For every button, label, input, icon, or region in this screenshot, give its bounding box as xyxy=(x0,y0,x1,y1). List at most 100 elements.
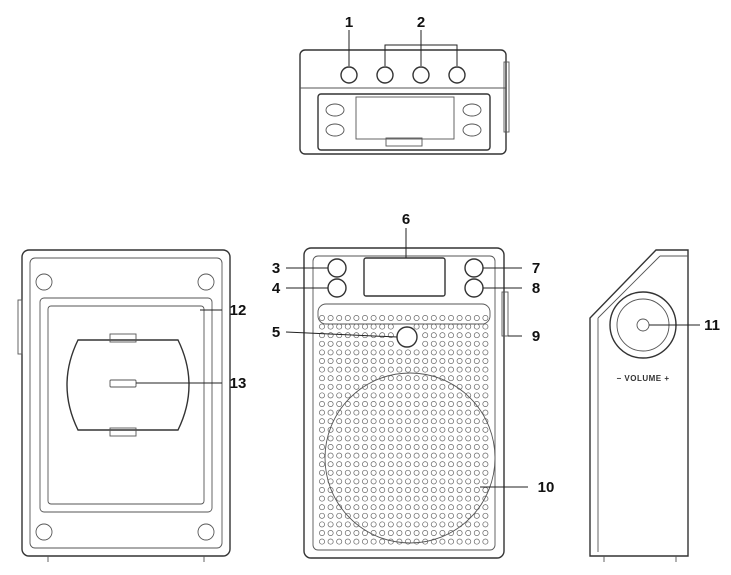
grille-hole xyxy=(422,538,429,545)
grille-hole xyxy=(405,452,411,459)
grille-hole xyxy=(405,401,411,407)
grille-hole xyxy=(473,461,480,468)
grille-hole xyxy=(387,478,394,485)
callout-9: 9 xyxy=(532,328,540,345)
grille-hole xyxy=(405,487,411,493)
grille-hole xyxy=(370,366,377,373)
grille-hole xyxy=(439,418,446,425)
grille-hole xyxy=(430,426,437,433)
grille-hole xyxy=(336,383,343,390)
grille-hole xyxy=(465,495,472,502)
grille-hole xyxy=(396,461,403,468)
grille-hole xyxy=(344,375,351,382)
grille-hole xyxy=(396,401,403,407)
grille-hole xyxy=(370,469,377,476)
grille-hole xyxy=(448,340,454,347)
grille-hole xyxy=(430,332,437,339)
grille-hole xyxy=(465,315,472,321)
grille-hole xyxy=(379,323,386,330)
microphone-jack xyxy=(396,326,418,348)
callout-3: 3 xyxy=(272,260,280,277)
grille-hole xyxy=(439,461,446,468)
grille-hole xyxy=(353,444,360,450)
grille-hole xyxy=(422,444,429,450)
grille-hole xyxy=(396,512,403,519)
grille-hole xyxy=(473,452,480,459)
grille-hole xyxy=(465,358,472,364)
grille-hole xyxy=(465,426,472,433)
grille-hole xyxy=(473,375,480,382)
grille-hole xyxy=(319,512,325,519)
grille-hole xyxy=(344,358,351,364)
grille-hole xyxy=(379,469,386,476)
grille-hole xyxy=(405,383,411,390)
grille-hole xyxy=(413,426,420,433)
grille-hole xyxy=(319,538,325,545)
grille-hole xyxy=(353,418,360,425)
grille-hole xyxy=(319,444,325,450)
grille-hole xyxy=(370,401,377,407)
grille-hole xyxy=(353,538,360,545)
grille-hole xyxy=(413,349,420,356)
grille-hole xyxy=(465,383,472,390)
grille-hole xyxy=(405,495,411,502)
grille-hole xyxy=(413,392,420,399)
grille-hole xyxy=(405,435,411,442)
grille-hole xyxy=(353,521,360,528)
grille-hole xyxy=(482,340,489,347)
grille-hole xyxy=(387,340,394,347)
grille-hole xyxy=(482,358,489,364)
callout-12: 12 xyxy=(230,302,247,319)
grille-hole xyxy=(473,418,480,425)
grille-hole xyxy=(387,392,394,399)
grille-hole xyxy=(482,452,489,459)
grille-hole xyxy=(327,392,334,399)
top-mount-holes xyxy=(325,103,482,137)
grille-hole xyxy=(430,435,437,442)
grille-hole xyxy=(353,495,360,502)
grille-hole xyxy=(370,478,377,485)
grille-hole xyxy=(465,530,472,536)
grille-hole xyxy=(396,495,403,502)
grille-hole xyxy=(482,504,489,511)
grille-hole xyxy=(362,444,368,450)
grille-hole xyxy=(336,469,343,476)
grille-hole xyxy=(448,512,454,519)
grille-hole xyxy=(362,366,368,373)
grille-hole xyxy=(405,392,411,399)
grille-hole xyxy=(422,530,429,536)
grille-hole xyxy=(465,375,472,382)
grille-hole xyxy=(336,426,343,433)
grille-hole xyxy=(448,358,454,364)
grille-hole xyxy=(473,495,480,502)
grille-hole xyxy=(370,512,377,519)
grille-hole xyxy=(482,383,489,390)
grille-hole xyxy=(327,538,334,545)
grille-hole xyxy=(405,538,411,545)
grille-hole xyxy=(439,323,446,330)
grille-hole xyxy=(327,383,334,390)
grille-hole xyxy=(344,418,351,425)
grille-hole xyxy=(430,444,437,450)
grille-hole xyxy=(465,452,472,459)
grille-hole xyxy=(473,469,480,476)
grille-hole xyxy=(465,521,472,528)
grille-hole xyxy=(430,512,437,519)
grille-hole xyxy=(379,340,386,347)
grille-hole xyxy=(430,487,437,493)
grille-hole xyxy=(387,461,394,468)
grille-hole xyxy=(319,452,325,459)
grille-hole xyxy=(456,512,463,519)
callout-6: 6 xyxy=(402,211,410,228)
grille-hole xyxy=(379,521,386,528)
grille-hole xyxy=(482,401,489,407)
grille-hole xyxy=(430,366,437,373)
grille-hole xyxy=(413,452,420,459)
grille-hole xyxy=(344,452,351,459)
grille-hole xyxy=(482,409,489,416)
grille-hole xyxy=(362,323,368,330)
grille-hole xyxy=(439,538,446,545)
grille-hole xyxy=(327,332,334,339)
grille-hole xyxy=(336,401,343,407)
